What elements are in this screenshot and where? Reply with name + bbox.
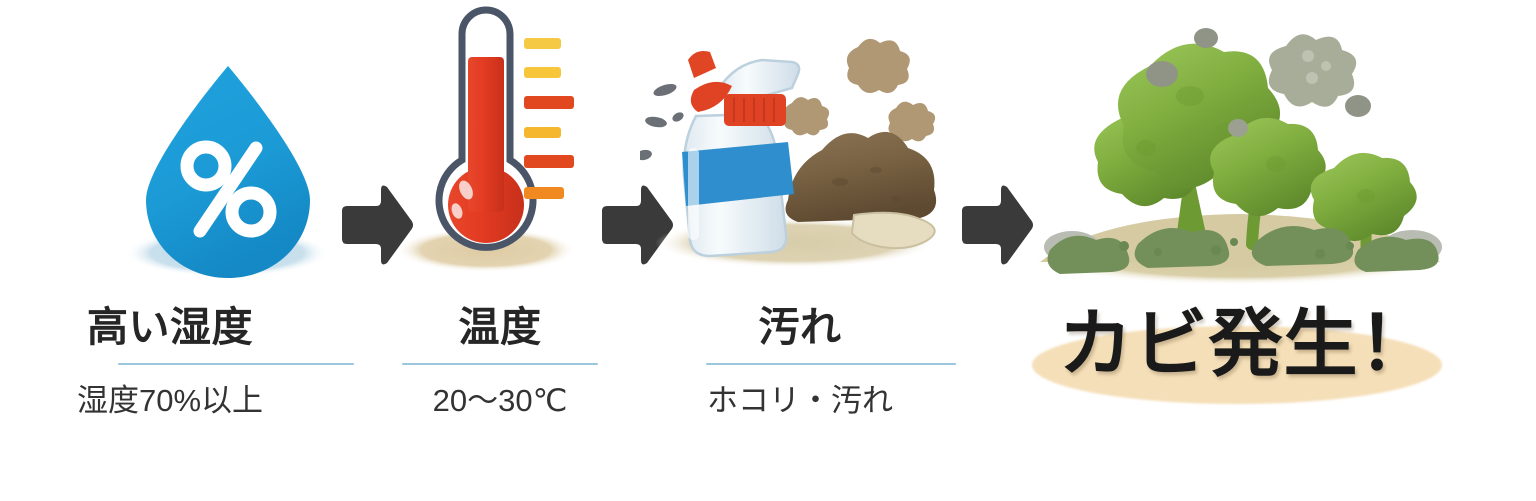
dirt-spill — [850, 211, 936, 250]
stage-subtitle-dirt: ホコリ・汚れ — [707, 383, 893, 418]
stage-mold-result: カビ発生！ — [1020, 0, 1460, 501]
ground-specks — [1119, 238, 1354, 259]
percent-symbol — [180, 140, 277, 238]
stage-subtitle-humidity: 湿度70%以上 — [76, 383, 264, 418]
spray-motion-marks — [640, 83, 684, 161]
arrow-right-icon-2 — [602, 185, 673, 265]
stage-humidity: 高い湿度 湿度70%以上 — [0, 0, 354, 501]
spray-bottle-and-dirt-icon — [640, 38, 937, 268]
ground-moss — [1047, 226, 1439, 274]
thermometer-scale-ticks — [524, 38, 574, 199]
dirt-mound — [785, 131, 937, 222]
thermometer-mercury — [468, 57, 504, 212]
result-headline: カビ発生！ — [1058, 302, 1434, 385]
stage-subtitle-temperature: 20〜30℃ — [432, 383, 568, 418]
result-highlight-pill — [1032, 326, 1442, 404]
stage-title-temperature: 温度 — [458, 304, 542, 350]
stage-title-dirt: 汚れ — [758, 304, 842, 350]
mold-spore-heads — [1094, 43, 1417, 242]
bottle-trigger-top — [688, 51, 716, 78]
stage-divider-humidity — [118, 363, 354, 365]
stage-divider-temperature — [402, 363, 598, 365]
dirt-texture — [832, 167, 901, 203]
stage-divider-dirt — [706, 363, 956, 365]
bottle-label — [682, 142, 794, 206]
stage-temperature: 温度 20〜30℃ — [400, 0, 600, 501]
dust-puffs — [784, 38, 936, 142]
spray-bottle — [682, 51, 801, 258]
water-drop-percent-icon — [125, 66, 329, 278]
mold-colony-icon — [1032, 28, 1448, 285]
stage-title-humidity: 高い湿度 — [87, 304, 253, 350]
thermometer-icon — [400, 6, 576, 272]
airborne-spores — [1146, 28, 1371, 137]
bulb-highlight — [451, 180, 473, 219]
arrow-right-icon-1 — [342, 185, 413, 265]
arrow-right-icon-3 — [962, 185, 1033, 265]
stage-dirt: 汚れ ホコリ・汚れ — [640, 0, 960, 501]
bottle-trigger — [690, 81, 732, 112]
